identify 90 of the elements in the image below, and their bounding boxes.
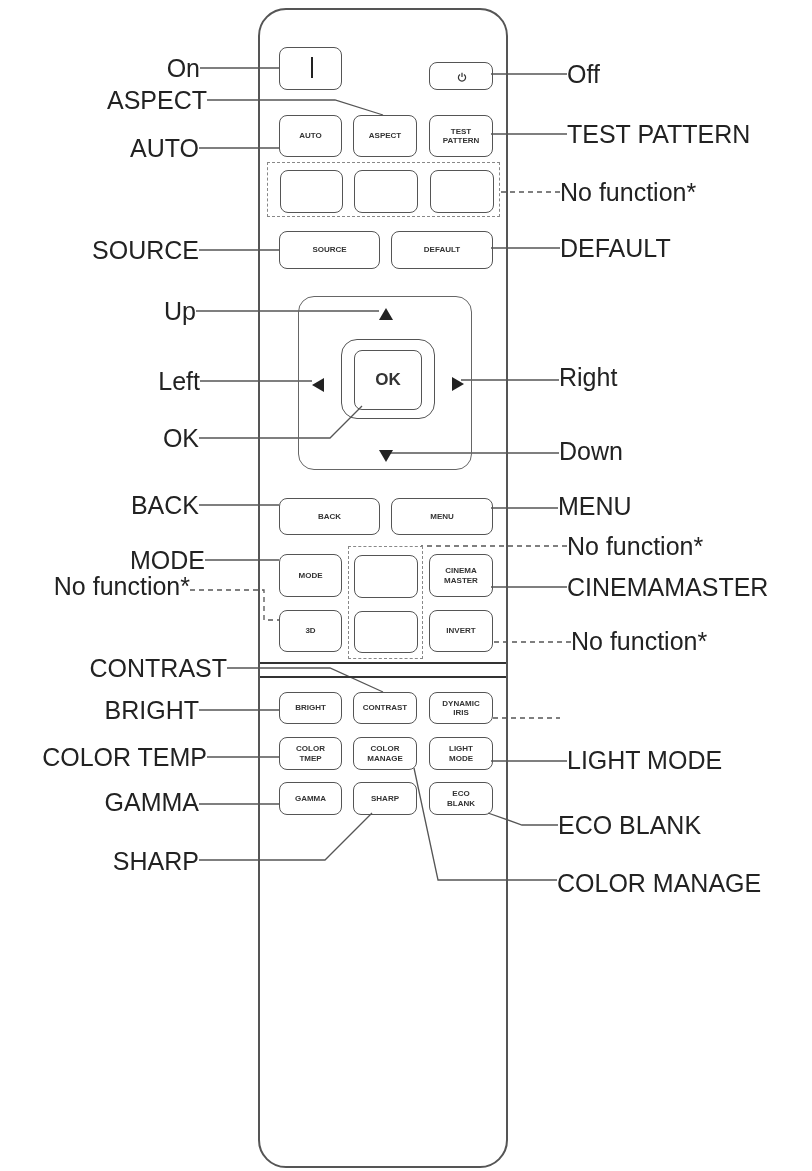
remote-body — [258, 8, 508, 1168]
remote-button: SOURCE — [279, 231, 380, 269]
leader-line — [189, 589, 280, 621]
leader-line — [487, 812, 559, 826]
callout-label: AUTO — [130, 133, 199, 163]
remote-button: ASPECT — [353, 115, 417, 157]
remote-button: CINEMA MASTER — [429, 554, 493, 597]
leader-line — [226, 667, 384, 693]
callout-label: LIGHT MODE — [567, 745, 723, 775]
leader-line — [490, 73, 568, 75]
callout-label: OK — [162, 423, 199, 453]
remote-button: CONTRAST — [353, 692, 417, 724]
callout-label: ECO BLANK — [558, 810, 702, 840]
leader-line — [206, 756, 280, 758]
remote-button: BACK — [279, 498, 380, 535]
leader-line — [198, 812, 373, 861]
remote-button — [429, 62, 493, 90]
remote-button: 3D — [279, 610, 342, 652]
leader-line — [490, 586, 568, 588]
leader-line — [389, 452, 560, 454]
callout-label: MENU — [558, 491, 632, 521]
arrow-key-triangle — [379, 450, 393, 462]
leader-line — [490, 133, 568, 135]
leader-line — [199, 380, 313, 382]
leader-line — [204, 559, 280, 561]
leader-line — [492, 717, 561, 719]
remote-button: LIGHT MODE — [429, 737, 493, 770]
remote-button: SHARP — [353, 782, 417, 815]
leader-line — [490, 247, 561, 249]
callout-label: COLOR TEMP — [42, 742, 207, 772]
leader-line — [460, 379, 560, 381]
callout-label: No function* — [567, 531, 704, 561]
remote-button: AUTO — [279, 115, 342, 157]
callout-label: BRIGHT — [104, 695, 199, 725]
dashed-group-outline — [267, 162, 500, 217]
dashed-group-outline — [348, 546, 423, 659]
callout-label: Left — [158, 366, 200, 396]
leader-line — [198, 249, 280, 251]
callout-label: SOURCE — [92, 235, 199, 265]
leader-line — [490, 507, 559, 509]
leader-line — [490, 760, 568, 762]
leader-line — [195, 310, 380, 312]
remote-button — [430, 170, 494, 213]
remote-button: INVERT — [429, 610, 493, 652]
callout-label: CONTRAST — [89, 653, 227, 683]
remote-button: MENU — [391, 498, 493, 535]
callout-label: Right — [559, 362, 618, 392]
arrow-key-triangle — [452, 377, 464, 391]
callout-label: SHARP — [112, 846, 199, 876]
remote-button: BRIGHT — [279, 692, 342, 724]
callout-label: CINEMAMASTER — [567, 572, 769, 602]
callout-label: BACK — [130, 490, 199, 520]
callout-label: Up — [164, 296, 196, 326]
callout-label: ASPECT — [106, 85, 207, 115]
callout-label: GAMMA — [104, 787, 199, 817]
remote-button: MODE — [279, 554, 342, 597]
remote-button: OK — [354, 350, 422, 410]
callout-label: On — [166, 53, 200, 83]
leader-line — [198, 709, 280, 711]
remote-button: TEST PATTERN — [429, 115, 493, 157]
arrow-key-triangle — [312, 378, 324, 392]
leader-line — [413, 767, 558, 881]
leader-line — [420, 545, 568, 547]
remote-button — [354, 555, 418, 598]
leader-line — [198, 147, 280, 149]
direction-pad — [298, 296, 472, 470]
callout-label: Off — [567, 59, 600, 89]
leader-line — [198, 504, 280, 506]
arrow-key-triangle — [379, 308, 393, 320]
callout-label: COLOR MANAGE — [557, 868, 762, 898]
callout-label: Down — [559, 436, 623, 466]
remote-button — [280, 170, 343, 213]
callout-label: TEST PATTERN — [567, 119, 751, 149]
remote-button: COLOR MANAGE — [353, 737, 417, 770]
ok-button-ring — [341, 339, 435, 419]
remote-button: GAMMA — [279, 782, 342, 815]
callout-label: No function* — [560, 177, 697, 207]
remote-button — [354, 170, 418, 213]
leader-line — [199, 67, 280, 69]
remote-button: COLOR TMEP — [279, 737, 342, 770]
remote-button: DYNAMIC IRIS — [429, 692, 493, 724]
leader-line — [198, 803, 280, 805]
callout-label: No function* — [571, 626, 708, 656]
remote-button — [279, 47, 342, 90]
remote-button: DEFAULT — [391, 231, 493, 269]
leader-line — [206, 99, 384, 116]
leader-line — [198, 405, 363, 439]
remote-button: ECO BLANK — [429, 782, 493, 815]
remote-button — [354, 611, 418, 653]
callout-label: DEFAULT — [560, 233, 671, 263]
